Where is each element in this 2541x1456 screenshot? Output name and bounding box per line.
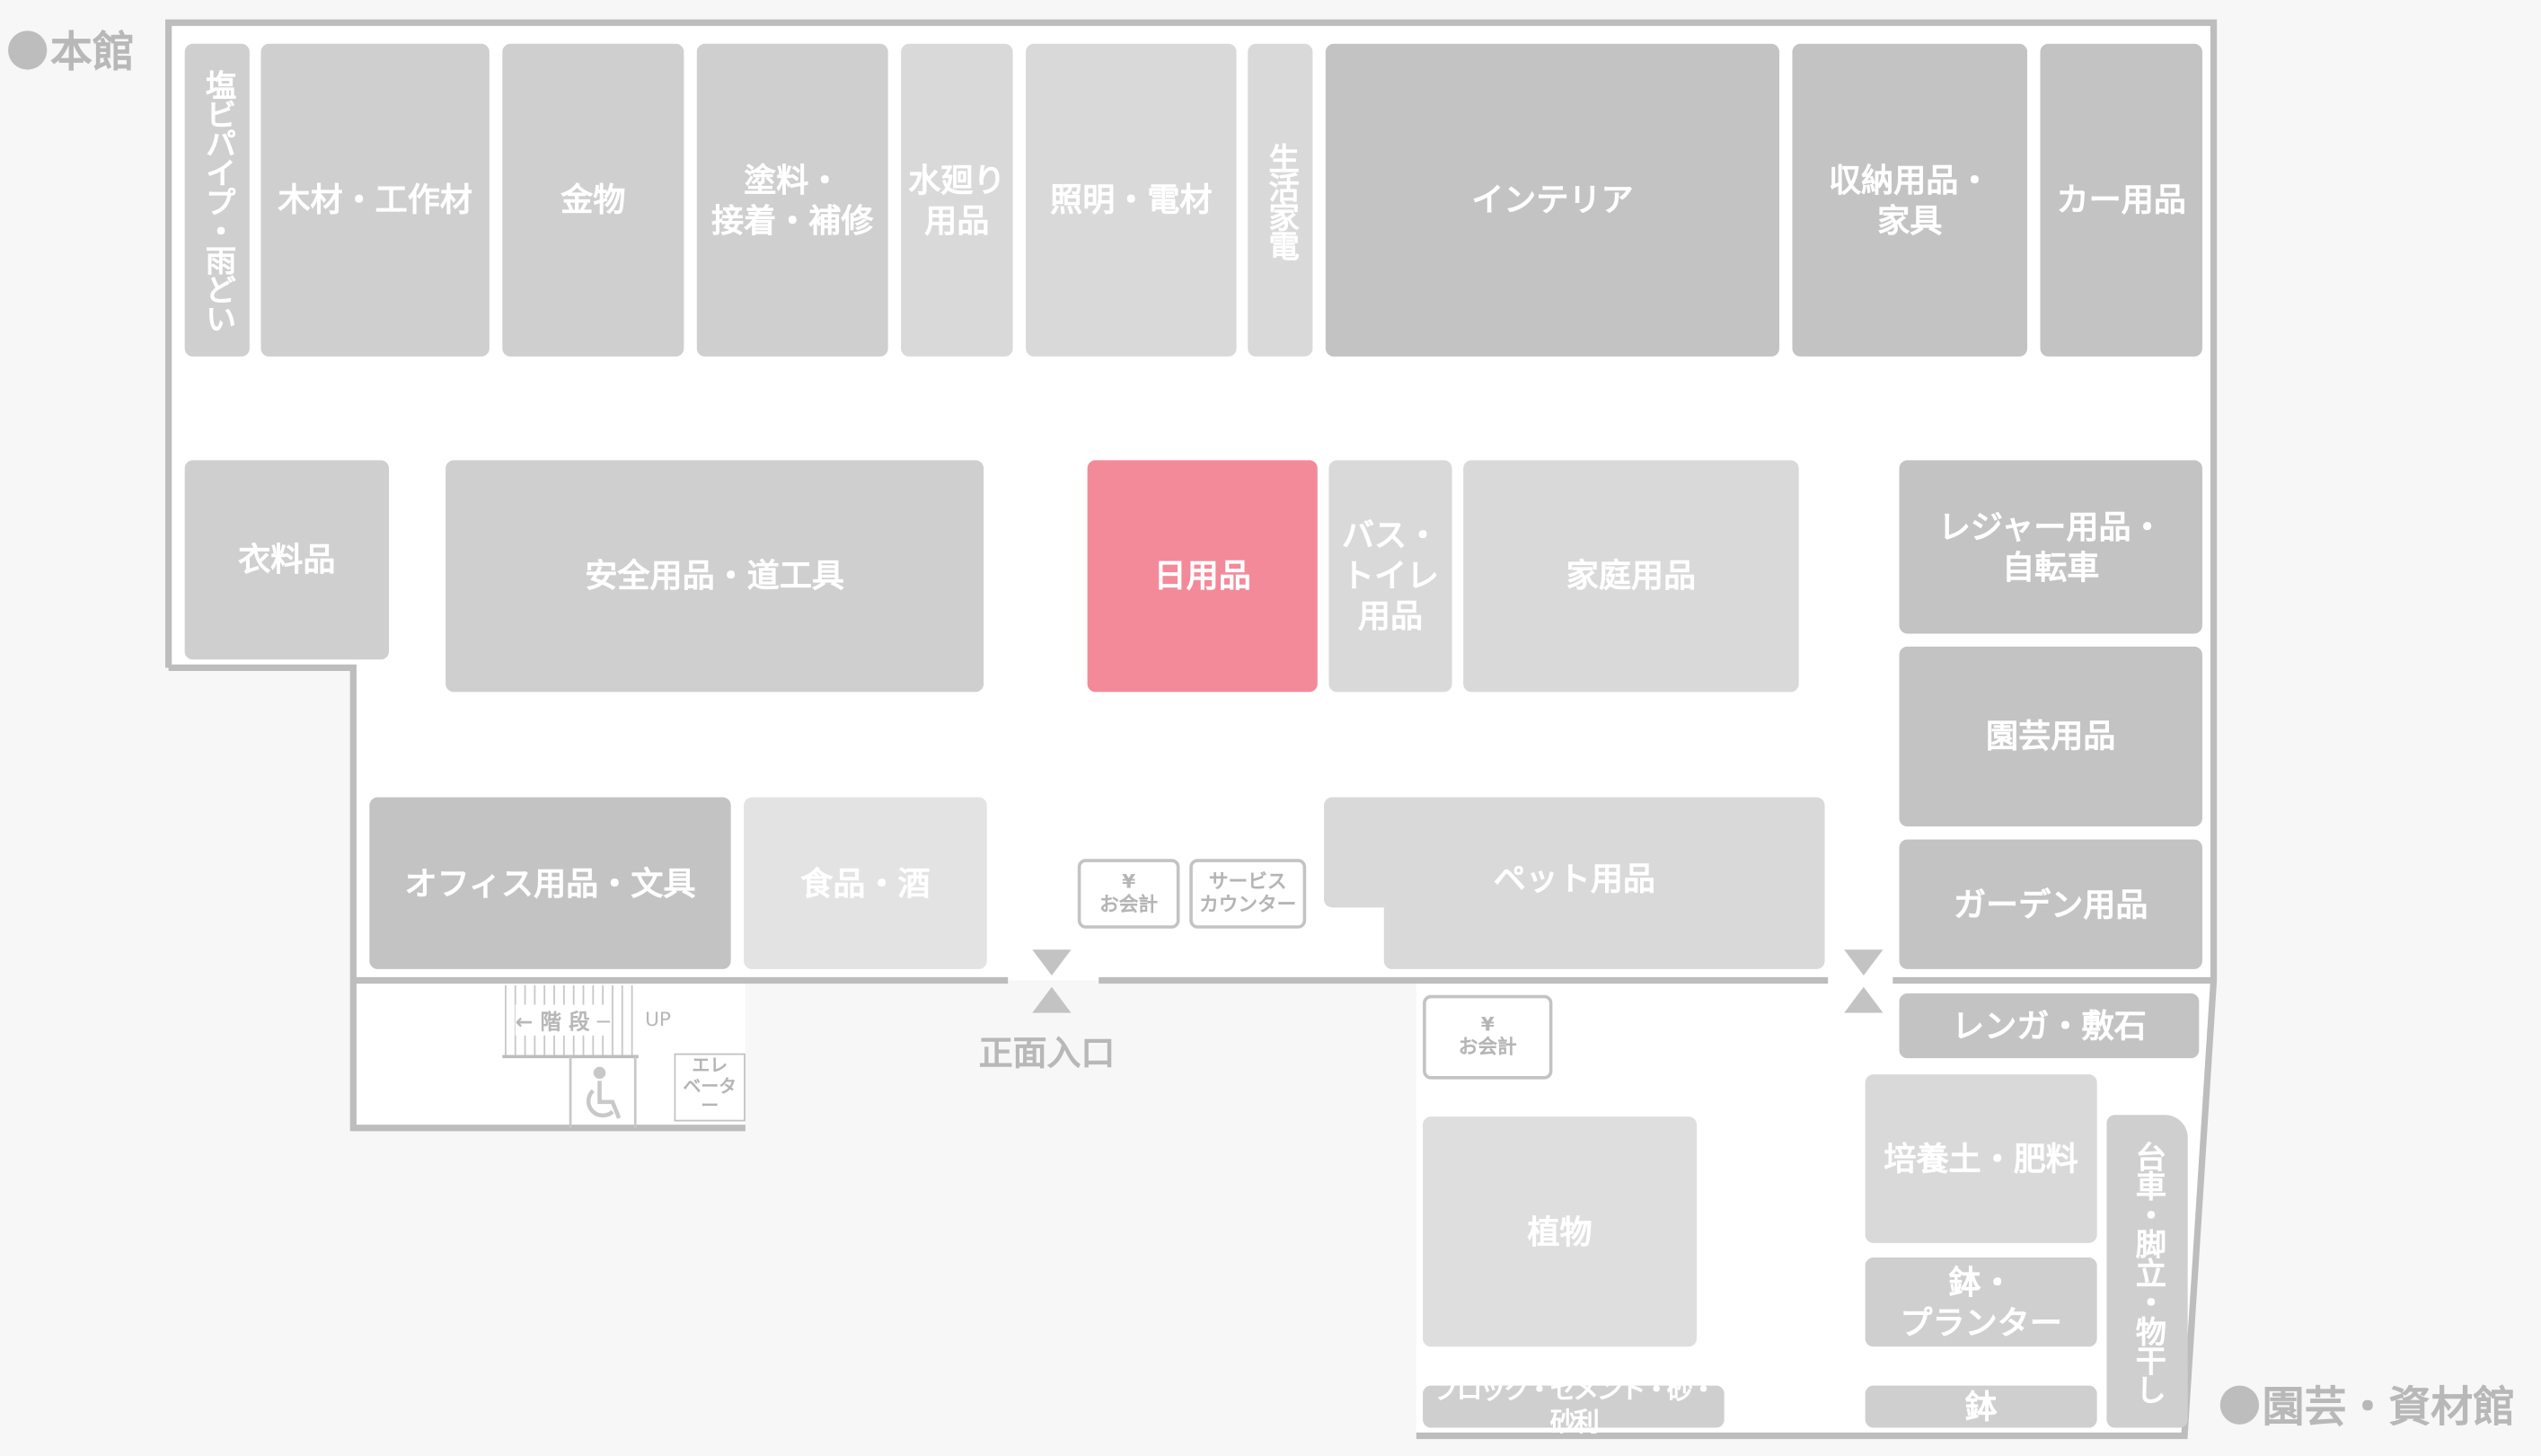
garden-building-label: 園芸・資材館 xyxy=(2219,1374,2516,1434)
section-office[interactable]: オフィス用品・文具 xyxy=(369,797,731,969)
section-household[interactable]: 家庭用品 xyxy=(1463,460,1799,693)
section-daily-highlighted[interactable]: 日用品 xyxy=(1087,460,1318,693)
section-pvc[interactable]: 塩ビパイプ・雨どい xyxy=(184,43,250,357)
section-storage[interactable]: 収納用品・ 家具 xyxy=(1792,43,2028,357)
section-appliances[interactable]: 生活家電 xyxy=(1248,43,1313,357)
section-paint[interactable]: 塗料・ 接着・補修 xyxy=(696,43,888,357)
main-entrance-label: 正面入口 xyxy=(978,1034,1116,1073)
checkout-counter: ¥ お会計 xyxy=(1077,859,1180,929)
main-building-name: 本館 xyxy=(49,29,135,78)
section-interior[interactable]: インテリア xyxy=(1325,43,1780,357)
garden-checkout-counter: ¥ お会計 xyxy=(1423,994,1553,1080)
section-pet[interactable]: ペット用品 xyxy=(1324,797,1825,908)
section-pots[interactable]: 鉢 xyxy=(1865,1385,2097,1428)
entrance-arrow-down xyxy=(1032,949,1072,976)
entrance-arrow-up xyxy=(1032,986,1072,1013)
section-soil[interactable]: 培養土・肥料 xyxy=(1865,1074,2097,1243)
section-water[interactable]: 水廻り 用品 xyxy=(901,43,1013,357)
stairs-label: ← 階 段 ─ xyxy=(515,1004,610,1036)
section-pots-planters[interactable]: 鉢・ プランター xyxy=(1865,1257,2097,1347)
section-leisure[interactable]: レジャー用品・ 自転車 xyxy=(1899,460,2202,634)
section-plants[interactable]: 植物 xyxy=(1423,1116,1697,1347)
section-block[interactable]: ブロック・セメント・砂・砂利 xyxy=(1423,1374,1725,1437)
main-building-label: 本館 xyxy=(8,20,135,80)
section-bath[interactable]: バス・ トイレ 用品 xyxy=(1328,460,1452,693)
section-garden[interactable]: ガーデン用品 xyxy=(1899,839,2202,969)
section-food[interactable]: 食品・酒 xyxy=(744,797,987,969)
section-safety[interactable]: 安全用品・道工具 xyxy=(446,460,984,693)
elevator: エレ ベーター xyxy=(674,1053,746,1122)
section-hardware[interactable]: 金物 xyxy=(502,43,684,357)
section-cart[interactable]: 台車・脚立・物干し xyxy=(2106,1115,2188,1428)
garden-building-name: 園芸・資材館 xyxy=(2262,1383,2516,1433)
service-counter: サービス カウンター xyxy=(1189,859,1307,929)
section-gardening[interactable]: 園芸用品 xyxy=(1899,646,2202,827)
side-entrance-arrow-up xyxy=(1844,986,1884,1013)
section-clothing[interactable]: 衣料品 xyxy=(184,460,390,660)
section-wood[interactable]: 木材・工作材 xyxy=(260,43,490,357)
section-car[interactable]: カー用品 xyxy=(2040,43,2202,357)
wheelchair-icon xyxy=(586,1066,622,1119)
side-entrance-arrow-down xyxy=(1844,949,1884,976)
stairs-up-label: UP xyxy=(645,1008,671,1031)
section-brick[interactable]: レンガ・敷石 xyxy=(1899,993,2200,1059)
section-lighting[interactable]: 照明・電材 xyxy=(1026,43,1237,357)
